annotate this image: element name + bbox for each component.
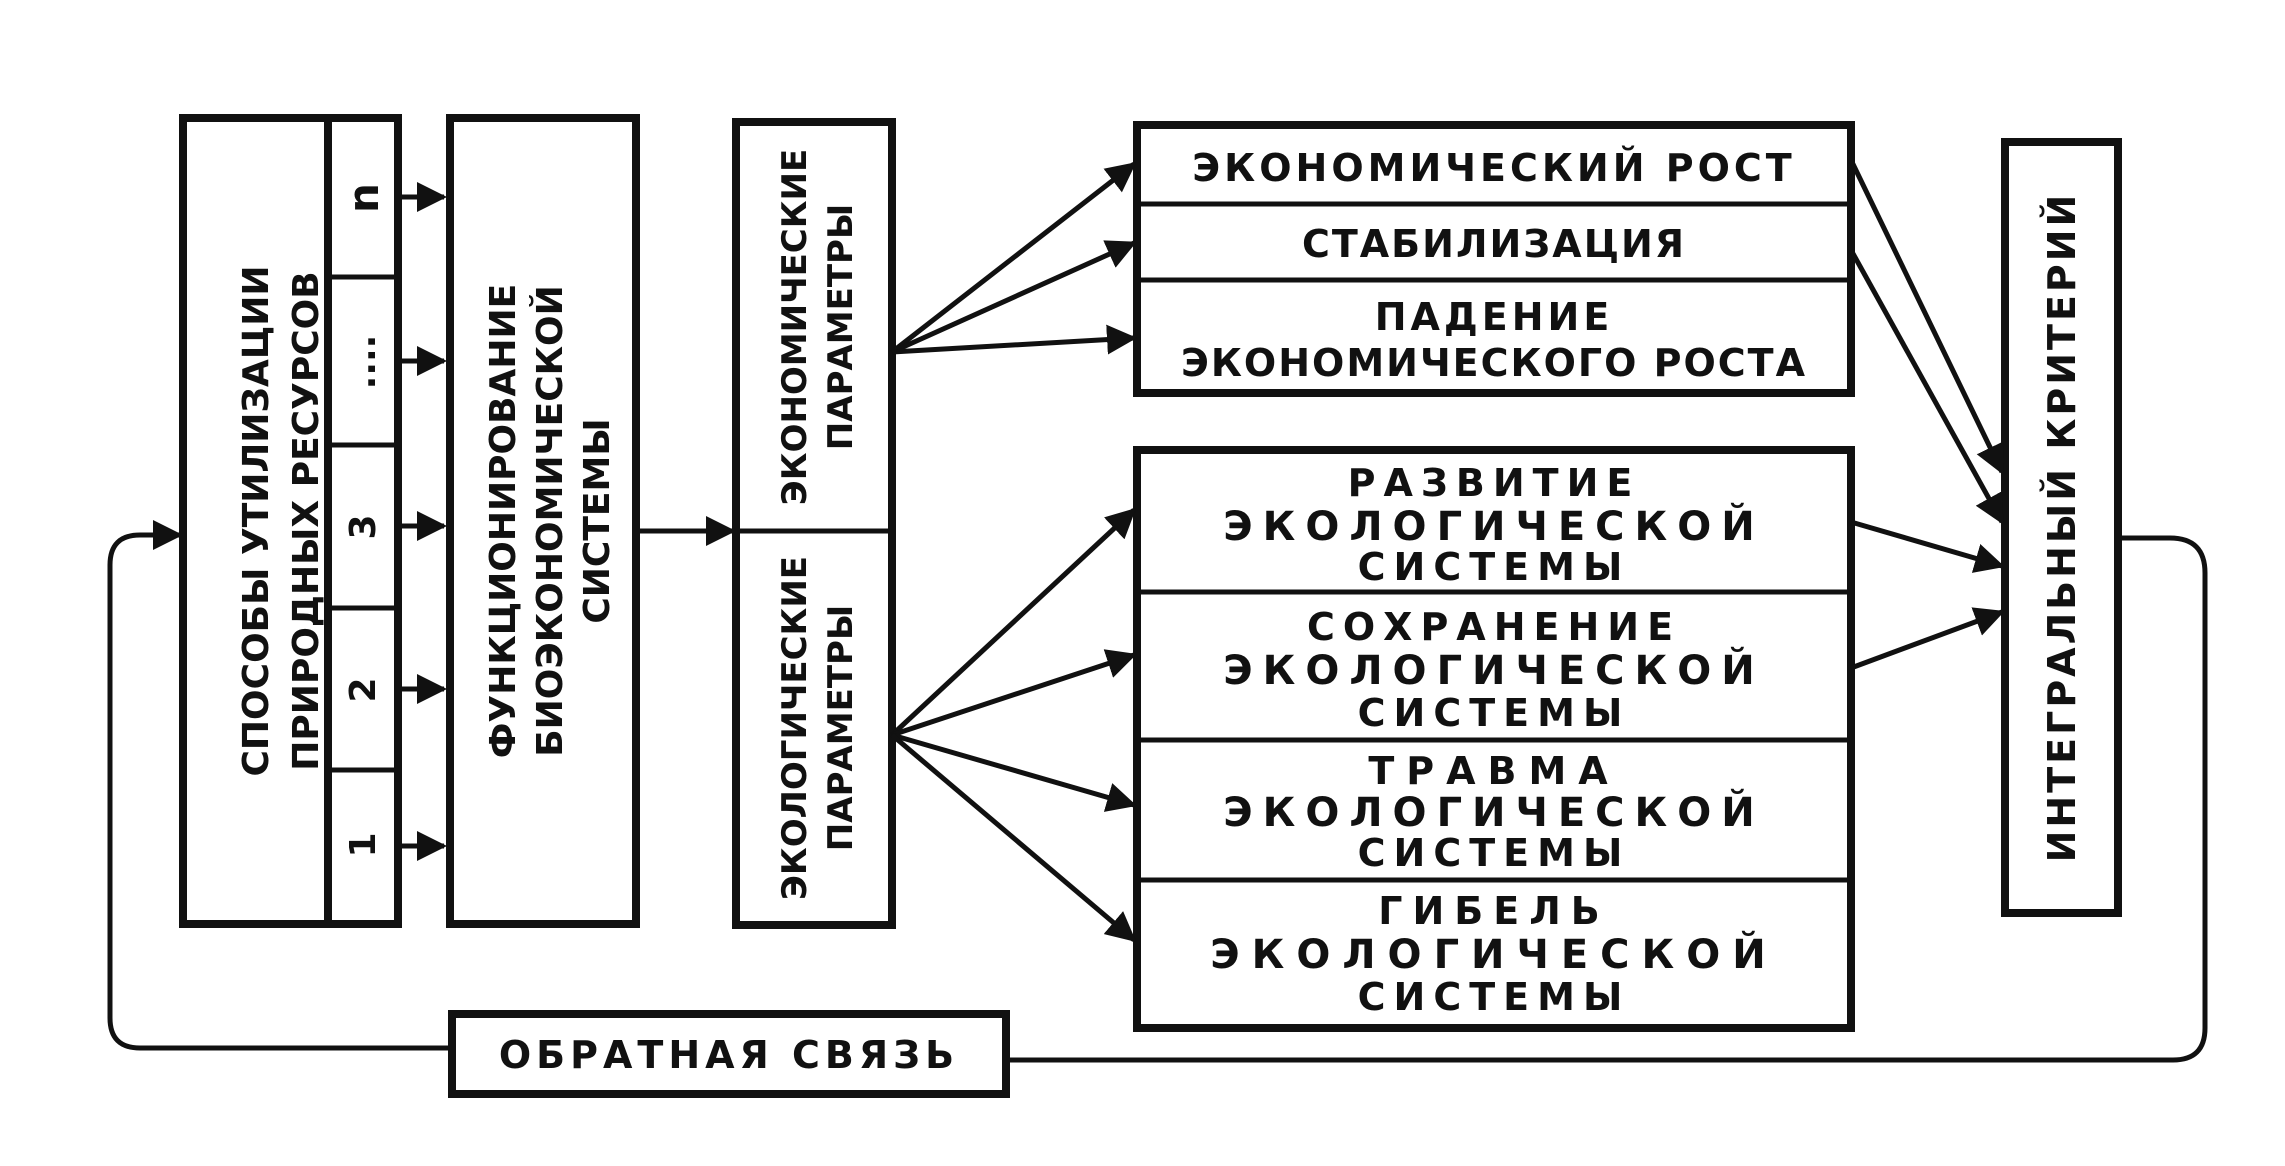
stabilization-label: СТАБИЛИЗАЦИЯ [1302,222,1686,266]
development-line3: СИСТЕМЫ [1358,545,1631,589]
arrow-to-decline [891,324,1137,355]
trauma-line3: СИСТЕМЫ [1358,831,1631,875]
parameters-box [732,118,896,929]
arrow-to-trauma [891,732,1137,812]
arrow-to-development [890,507,1137,737]
development-line1: РАЗВИТИЕ [1348,461,1641,505]
method-cell-3: 3 [343,514,384,539]
integral-criterion-box [2001,138,2122,917]
criterion-arrows [1848,158,2005,671]
ecological-parameters-line2: ПАРАМЕТРЫ [821,605,861,851]
feedback-label: ОБРАТНАЯ СВЯЗЬ [499,1033,959,1077]
trauma-line2: ЭКОЛОГИЧЕСКОЙ [1223,788,1764,836]
method-cell-ellipsis: .... [343,335,384,390]
economic-parameters-line1: ЭКОНОМИЧЕСКИЕ [775,149,815,505]
arrow-preservation-to-criterion [1850,607,2005,671]
parameter-arrows [890,162,1137,942]
ecological-outcomes-block: РАЗВИТИЕ ЭКОЛОГИЧЕСКОЙ СИСТЕМЫ СОХРАНЕНИ… [1133,446,1855,1032]
preservation-line2: ЭКОЛОГИЧЕСКОЙ [1223,646,1764,694]
arrow-development-to-criterion [1850,519,2005,573]
parameters-block: ЭКОНОМИЧЕСКИЕ ПАРАМЕТРЫ ЭКОЛОГИЧЕСКИЕ ПА… [732,118,896,929]
preservation-line3: СИСТЕМЫ [1358,691,1631,735]
arrow-to-stabilization [890,240,1137,355]
preservation-line1: СОХРАНЕНИЕ [1307,605,1681,649]
method-cell-1: 1 [343,832,384,857]
arrow-stabilization-to-criterion [1848,248,2005,525]
functioning-box [446,114,640,928]
functioning-block: ФУНКЦИОНИРОВАНИЕ БИОЭКОНОМИЧЕСКОЙ СИСТЕМ… [446,114,640,928]
method-cell-n: n [339,183,388,213]
trauma-line1: ТРАВМА [1368,749,1619,793]
economic-parameters-line2: ПАРАМЕТРЫ [821,204,861,450]
feedback-box [448,1010,1010,1098]
economic-growth-label: ЭКОНОМИЧЕСКИЙ РОСТ [1192,146,1795,190]
economic-outcomes-block: ЭКОНОМИЧЕСКИЙ РОСТ СТАБИЛИЗАЦИЯ ПАДЕНИЕ … [1133,121,1855,397]
arrow-to-death [890,733,1137,942]
development-line2: ЭКОЛОГИЧЕСКОЙ [1223,502,1764,550]
method-arrows [398,182,447,861]
decline-label-line1: ПАДЕНИЕ [1375,295,1614,339]
integral-criterion-block: ИНТЕГРАЛЬНЫЙ КРИТЕРИЙ [2001,138,2122,917]
ecological-parameters-line1: ЭКОЛОГИЧЕСКИЕ [775,556,815,900]
integral-criterion-label: ИНТЕГРАЛЬНЫЙ КРИТЕРИЙ [2040,192,2084,863]
functioning-line3: СИСТЕМЫ [577,418,618,623]
methods-title-line1: СПОСОБЫ УТИЛИЗАЦИИ [236,265,277,776]
economic-outcomes-box [1133,121,1855,397]
feedback-line-left [107,520,452,1051]
feedback-line-right [1006,535,2208,1063]
death-line3: СИСТЕМЫ [1358,975,1631,1019]
arrow-to-economic-growth [890,162,1137,354]
methods-title-line2: ПРИРОДНЫХ РЕСУРСОВ [286,271,327,770]
methods-block: СПОСОБЫ УТИЛИЗАЦИИ ПРИРОДНЫХ РЕСУРСОВ 1 … [179,114,402,928]
functioning-line2: БИОЭКОНОМИЧЕСКОЙ [529,285,571,757]
methods-cells-column [324,114,402,928]
death-line1: ГИБЕЛЬ [1378,889,1609,933]
decline-label-line2: ЭКОНОМИЧЕСКОГО РОСТА [1181,341,1807,385]
functioning-line1: ФУНКЦИОНИРОВАНИЕ [483,284,524,759]
feedback-loop: ОБРАТНАЯ СВЯЗЬ [107,520,2208,1098]
method-cell-2: 2 [343,677,384,702]
death-line2: ЭКОЛОГИЧЕСКОЙ [1210,930,1777,978]
arrow-growth-to-criterion [1848,158,2005,475]
arrow-to-preservation [891,649,1137,738]
